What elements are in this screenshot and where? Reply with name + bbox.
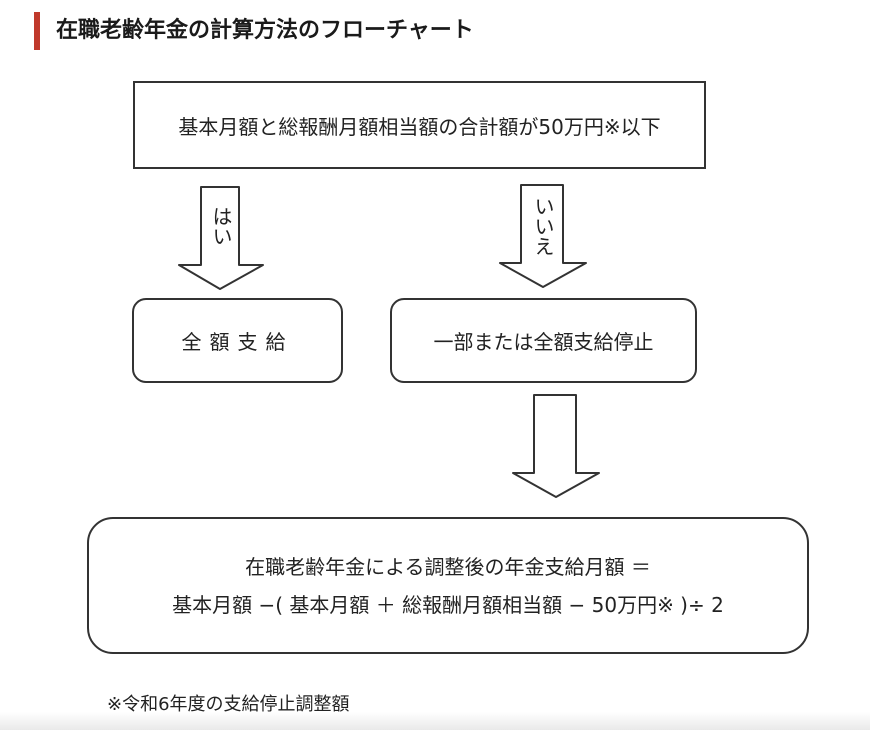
- formula-box: 在職老齢年金による調整後の年金支給月額 ＝ 基本月額 −( 基本月額 ＋ 総報酬…: [87, 517, 809, 654]
- formula-down-arrow: [512, 394, 600, 498]
- full-payment-text: 全額支給: [181, 330, 294, 354]
- yes-down-arrow: [178, 186, 264, 290]
- suspension-box: 一部または全額支給停止: [390, 298, 697, 383]
- bottom-fade: [0, 712, 870, 730]
- no-arrow-label: いいえ: [531, 196, 555, 256]
- formula-line-2: 基本月額 −( 基本月額 ＋ 総報酬月額相当額 − 50万円※ )÷ 2: [172, 592, 724, 617]
- formula-line-1: 在職老齢年金による調整後の年金支給月額 ＝: [245, 554, 651, 579]
- no-down-arrow: [499, 184, 587, 288]
- yes-arrow-label: はい: [209, 206, 233, 246]
- condition-box: 基本月額と総報酬月額相当額の合計額が50万円※以下: [133, 81, 706, 169]
- suspension-text: 一部または全額支給停止: [433, 330, 654, 354]
- full-payment-box: 全額支給: [132, 298, 343, 383]
- page-title: 在職老齢年金の計算方法のフローチャート: [34, 12, 474, 50]
- footnote: ※令和6年度の支給停止調整額: [107, 694, 350, 715]
- condition-text: 基本月額と総報酬月額相当額の合計額が50万円※以下: [178, 114, 661, 139]
